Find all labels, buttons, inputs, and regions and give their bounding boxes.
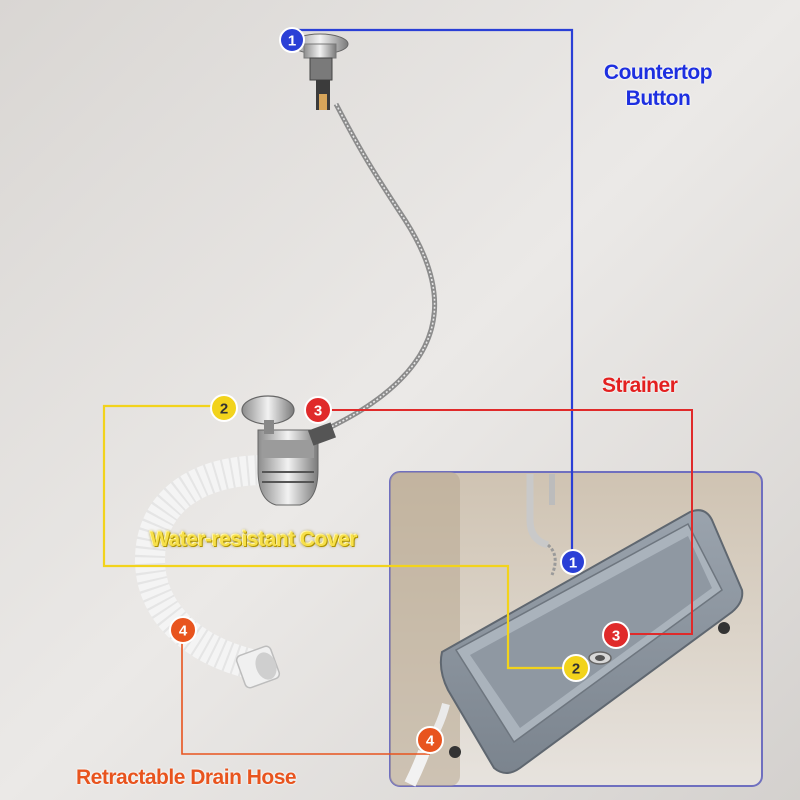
badge-4-part-text: 4: [179, 623, 188, 640]
label-strainer: Strainer: [602, 374, 678, 397]
yellow-connector: [102, 404, 574, 670]
badge-1-photo-text: 1: [569, 555, 577, 572]
label-water-resistant-cover: Water-resistant Cover: [150, 528, 357, 551]
badge-2-photo: 2: [562, 654, 590, 682]
badge-4-photo: 4: [416, 726, 444, 754]
badge-4-photo-text: 4: [426, 733, 435, 750]
badge-2-part: 2: [210, 394, 238, 422]
label-countertop-button: Countertop Button: [603, 61, 713, 110]
badge-1-top-text: 1: [288, 33, 296, 50]
label-retractable-drain-hose: Retractable Drain Hose: [76, 766, 297, 789]
badge-2-part-text: 2: [220, 401, 228, 418]
badge-3-part-text: 3: [314, 403, 322, 420]
badge-1-photo: 1: [560, 549, 586, 575]
red-connector: [318, 409, 693, 635]
badge-3-photo-text: 3: [612, 628, 620, 645]
blue-connector: [292, 28, 574, 562]
badge-3-photo: 3: [602, 621, 630, 649]
orange-connector: [181, 632, 430, 755]
badge-1-top: 1: [279, 27, 305, 53]
badge-4-part: 4: [169, 616, 197, 644]
badge-2-photo-text: 2: [572, 661, 580, 678]
inset-photo: [389, 471, 763, 787]
badge-3-part: 3: [304, 396, 332, 424]
countertop-button: [291, 33, 349, 110]
strainer-assembly: [134, 395, 337, 689]
